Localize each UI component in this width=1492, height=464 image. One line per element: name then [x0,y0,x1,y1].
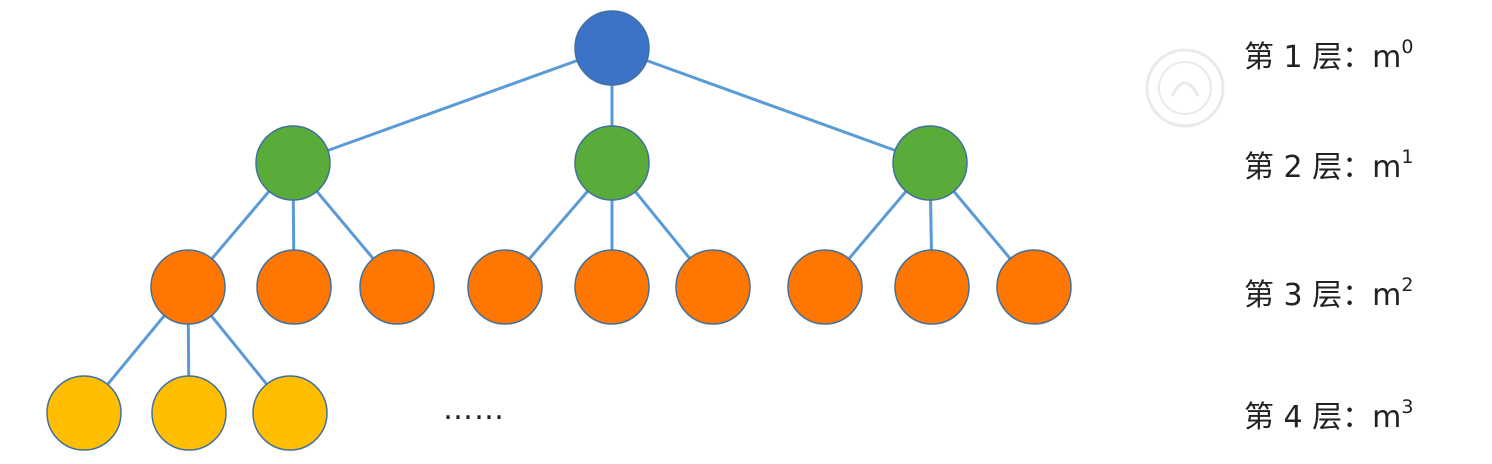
tree-node-level-4 [151,375,227,451]
tree-node-level-4 [252,375,328,451]
tree-node-level-3 [256,249,332,325]
tree-node-level-3 [787,249,863,325]
tree-edges [82,46,1036,414]
tree-node-level-3 [996,249,1072,325]
level-1-label: 第 1 层：m0 [1244,36,1414,75]
tree-node-level-3 [675,249,751,325]
watermark-seal [1145,48,1225,128]
tree-edge [292,46,613,165]
more-nodes-ellipsis: …… [443,392,505,427]
level-4-label: 第 4 层：m3 [1244,396,1414,435]
level-3-label: 第 3 层：m2 [1244,274,1414,313]
tree-node-level-3 [150,249,226,325]
tree-node-level-1 [574,10,650,86]
level-2-label: 第 2 层：m1 [1244,146,1414,185]
tree-node-level-2 [892,125,968,201]
tree-node-level-2 [574,125,650,201]
tree-node-level-3 [894,249,970,325]
tree-edge [611,46,931,165]
tree-node-level-4 [46,375,122,451]
tree-nodes [46,10,1072,451]
tree-node-level-3 [467,249,543,325]
tree-node-level-3 [359,249,435,325]
tree-node-level-3 [574,249,650,325]
tree-node-level-2 [255,125,331,201]
